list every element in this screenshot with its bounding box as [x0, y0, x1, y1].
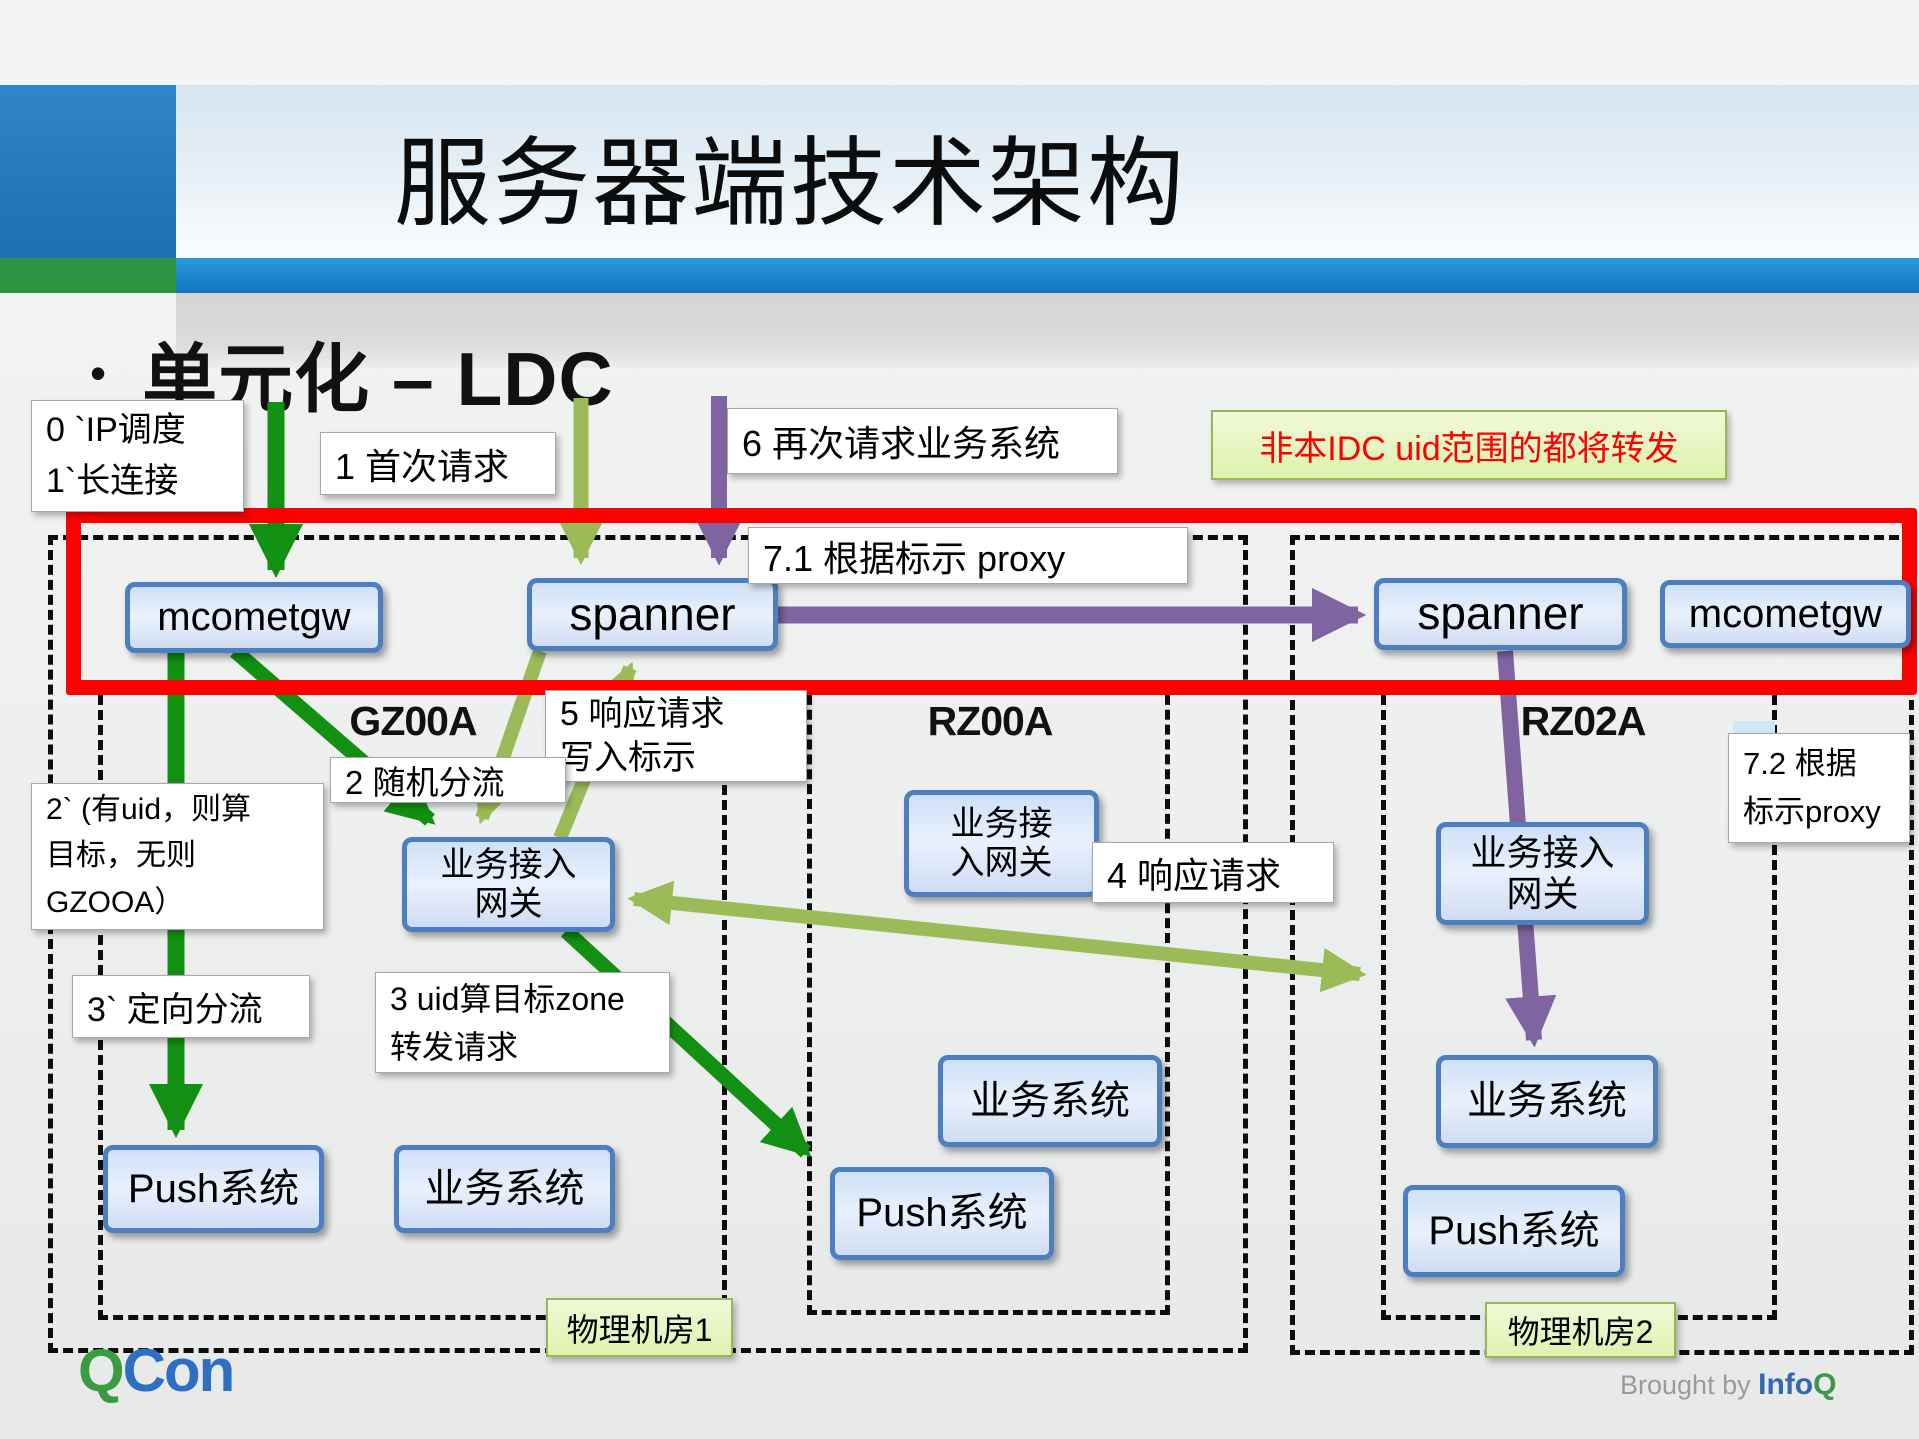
- label-datacenter2: 物理机房2: [1485, 1302, 1676, 1358]
- label-step2b: 2` (有uid，则算 目标，无则 GZOOA）: [31, 783, 324, 930]
- arrow-4-response: [627, 880, 1367, 993]
- label-step72: 7.2 根据 标示proxy: [1728, 733, 1910, 843]
- node-biz-rz00a: 业务系统: [938, 1055, 1162, 1147]
- brought-by-text: Brought by: [1620, 1370, 1751, 1400]
- page-title: 服务器端技术架构: [394, 131, 1186, 238]
- ldc-red-frame: [66, 508, 1917, 695]
- label-step2: 2 随机分流: [330, 757, 566, 803]
- header-blue-square: [0, 85, 176, 258]
- node-spanner-right: spanner: [1374, 578, 1627, 650]
- label-step0: 0 `IP调度 1`长连接: [31, 400, 244, 512]
- bullet-icon: •: [90, 346, 107, 399]
- label-step3b: 3` 定向分流: [72, 975, 310, 1038]
- node-spanner-left: spanner: [527, 578, 778, 651]
- node-gateway-gz00a: 业务接入 网关: [402, 837, 615, 932]
- zone-label-gz00a: GZ00A: [349, 698, 477, 744]
- label-step4: 4 响应请求: [1092, 842, 1334, 903]
- zone-label-rz02a: RZ02A: [1520, 698, 1647, 744]
- infoq-credit: Brought by InfoQ: [1620, 1368, 1837, 1401]
- label-step3: 3 uid算目标zone 转发请求: [375, 972, 670, 1073]
- header-green-square: [0, 258, 176, 293]
- node-mcometgw-right: mcometgw: [1660, 580, 1911, 648]
- header-gray-band: [176, 293, 1919, 368]
- blue-fragment: [1733, 721, 1775, 734]
- node-push-rz02a: Push系统: [1403, 1185, 1625, 1277]
- label-datacenter1: 物理机房1: [546, 1298, 733, 1357]
- infoq-logo: Info: [1758, 1368, 1814, 1401]
- label-step5: 5 响应请求 写入标示: [545, 690, 807, 782]
- arrow-3-forward-zone: [560, 925, 812, 1158]
- node-mcometgw-left: mcometgw: [125, 582, 383, 653]
- title-band: [0, 85, 1919, 258]
- label-step1: 1 首次请求: [320, 432, 556, 495]
- node-gateway-rz02a: 业务接入 网关: [1436, 822, 1649, 925]
- label-step71: 7.1 根据标示 proxy: [748, 527, 1188, 584]
- label-step6: 6 再次请求业务系统: [727, 408, 1118, 474]
- label-idc-notice: 非本IDC uid范围的都将转发: [1211, 410, 1727, 480]
- node-biz-gz00a: 业务系统: [394, 1145, 615, 1233]
- zone-label-rz00a: RZ00A: [927, 698, 1054, 744]
- node-push-gz00a: Push系统: [103, 1145, 324, 1233]
- node-gateway-rz00a: 业务接 入网关: [904, 790, 1099, 897]
- qcon-logo: QCon: [78, 1337, 235, 1404]
- header-blue-bar: [176, 258, 1919, 293]
- node-push-rz00a: Push系统: [830, 1167, 1054, 1260]
- node-biz-rz02a: 业务系统: [1436, 1055, 1658, 1148]
